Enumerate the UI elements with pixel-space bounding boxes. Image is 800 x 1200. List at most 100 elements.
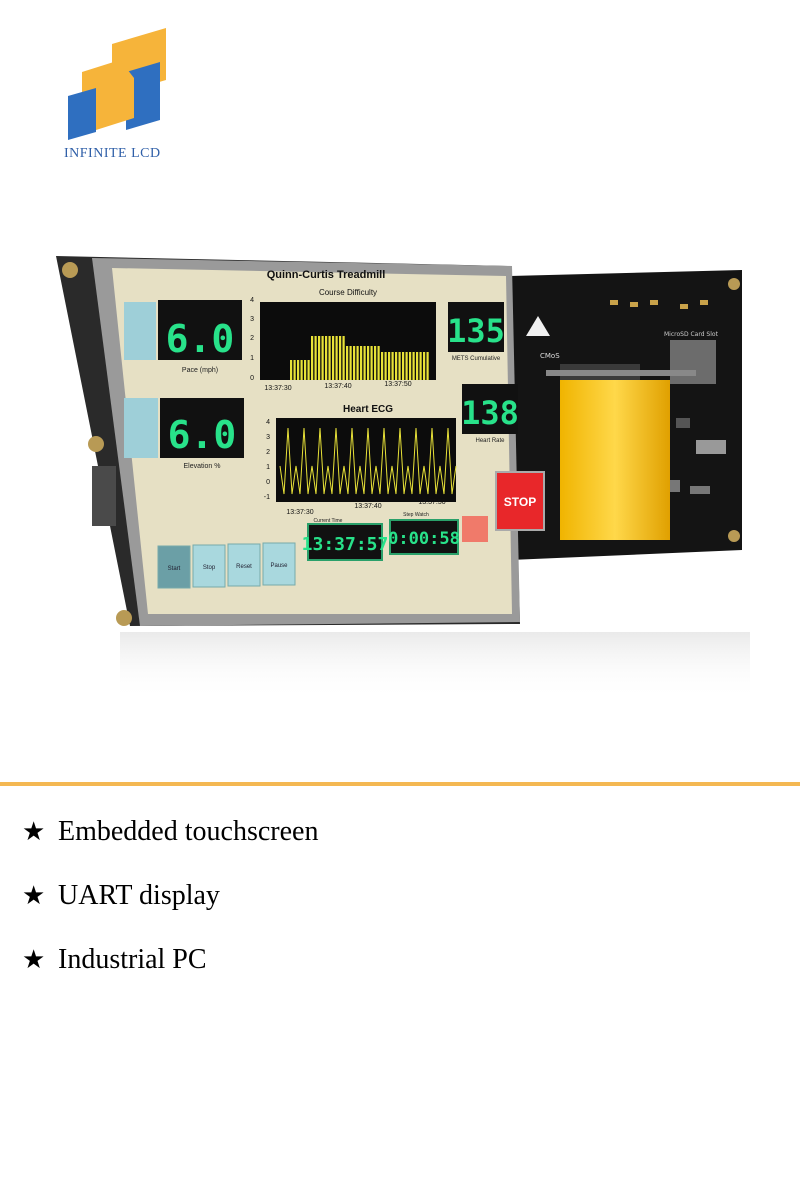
mets-value: 135 (447, 312, 505, 350)
fpc-connector (546, 370, 696, 376)
course-bar (391, 352, 394, 380)
pace-display (158, 300, 242, 360)
stop-button[interactable] (495, 471, 545, 531)
course-bar (377, 346, 380, 380)
course-bar (426, 352, 429, 380)
course-bar (405, 352, 408, 380)
heart-rate-value: 138 (461, 394, 519, 432)
control-button[interactable] (192, 544, 226, 588)
course-bar (395, 352, 398, 380)
course-bar (419, 352, 422, 380)
course-bar (311, 336, 314, 380)
feature-text: Industrial PC (58, 944, 207, 975)
course-chart-bars (290, 336, 429, 380)
course-bar (297, 360, 300, 380)
elevation-value: 6.0 (168, 413, 237, 457)
elevation-display (160, 398, 244, 458)
ecg-trace (279, 427, 457, 495)
course-bar (346, 346, 349, 380)
feature-list: ★ Embedded touchscreen ★ UART display ★ … (22, 812, 318, 1004)
sd-label: MicroSD Card Slot (664, 331, 719, 338)
star-icon: ★ (22, 881, 46, 911)
course-bar (349, 346, 352, 380)
course-bar (412, 352, 415, 380)
step-time-display (389, 519, 459, 555)
pace-label: Pace (mph) (182, 367, 218, 374)
course-bar (290, 360, 293, 380)
course-bar (328, 336, 331, 380)
course-x-tick: 13:37:50 (384, 381, 411, 388)
mets-label: METS Cumulative (452, 356, 501, 362)
course-y-tick: 3 (250, 316, 254, 323)
heart-rate-display (462, 384, 518, 434)
course-chart-title: Course Difficulty (319, 288, 377, 297)
ecg-x-tick: 13:37:40 (354, 503, 381, 510)
pin-header (92, 466, 116, 526)
brand-name: INFINITE LCD (64, 146, 161, 161)
course-bar (367, 346, 370, 380)
course-y-tick: 4 (250, 297, 254, 304)
course-bar (363, 346, 366, 380)
control-button-label: Start (168, 566, 181, 572)
course-bar (416, 352, 419, 380)
course-x-tick: 13:37:40 (324, 383, 351, 390)
star-icon: ★ (22, 945, 46, 975)
course-bar (342, 336, 345, 380)
elevation-label: Elevation % (184, 463, 221, 470)
step-time-value: 0:00:58 (388, 529, 460, 549)
ecg-y-tick: 4 (266, 419, 270, 426)
course-bar (304, 360, 307, 380)
ecg-x-tick: 13:37:50 (418, 499, 445, 506)
course-bar (381, 352, 384, 380)
esd-label: CMoS (540, 352, 560, 360)
course-bar (314, 336, 317, 380)
course-bar (384, 352, 387, 380)
course-y-tick: 0 (250, 375, 254, 382)
ecg-y-tick: 2 (266, 449, 270, 456)
feature-item: ★ Industrial PC (22, 940, 318, 980)
ecg-chart-title: Heart ECG (343, 404, 393, 415)
course-bar (398, 352, 401, 380)
control-button[interactable] (262, 542, 296, 586)
stop-label: STOP (504, 495, 536, 509)
course-bar (321, 336, 324, 380)
course-bar (360, 346, 363, 380)
heart-rate-label: Heart Rate (475, 438, 505, 444)
control-button-label: Stop (203, 565, 216, 571)
course-bar (300, 360, 303, 380)
screen-title: Quinn-Curtis Treadmill (267, 269, 386, 281)
alarm-button[interactable] (462, 516, 488, 542)
lcd-screen: Quinn-Curtis Treadmill 6.0 Pace (mph) 6.… (112, 268, 545, 614)
course-bar (332, 336, 335, 380)
feature-text: UART display (58, 880, 220, 911)
esd-warning-icon (526, 316, 550, 336)
ecg-y-tick: 1 (266, 464, 270, 471)
course-y-tick: 1 (250, 355, 254, 362)
lcd-module-photo: CMoS MicroSD Card Slot Quinn-Curtis Trea… (56, 256, 750, 700)
product-reflection (120, 632, 750, 700)
flex-cable (560, 380, 670, 540)
feature-item: ★ Embedded touchscreen (22, 812, 318, 852)
pace-value: 6.0 (166, 317, 235, 361)
mets-display (448, 302, 504, 352)
course-bar (293, 360, 296, 380)
course-bar (339, 336, 342, 380)
course-bar (325, 336, 328, 380)
course-bar (388, 352, 391, 380)
current-time-value: 13:37:57 (302, 534, 389, 555)
ecg-y-tick: 3 (266, 434, 270, 441)
ecg-y-tick: -1 (264, 494, 270, 501)
course-bar (423, 352, 426, 380)
control-button[interactable] (227, 543, 261, 587)
current-time-display (307, 523, 383, 561)
course-bar (318, 336, 321, 380)
control-button[interactable] (157, 545, 191, 589)
star-icon: ★ (22, 817, 46, 847)
course-bar (370, 346, 373, 380)
microsd-slot (670, 340, 716, 384)
course-x-tick: 13:37:30 (264, 385, 291, 392)
course-bar (409, 352, 412, 380)
feature-text: Embedded touchscreen (58, 816, 319, 847)
control-button-label: Reset (236, 564, 252, 570)
